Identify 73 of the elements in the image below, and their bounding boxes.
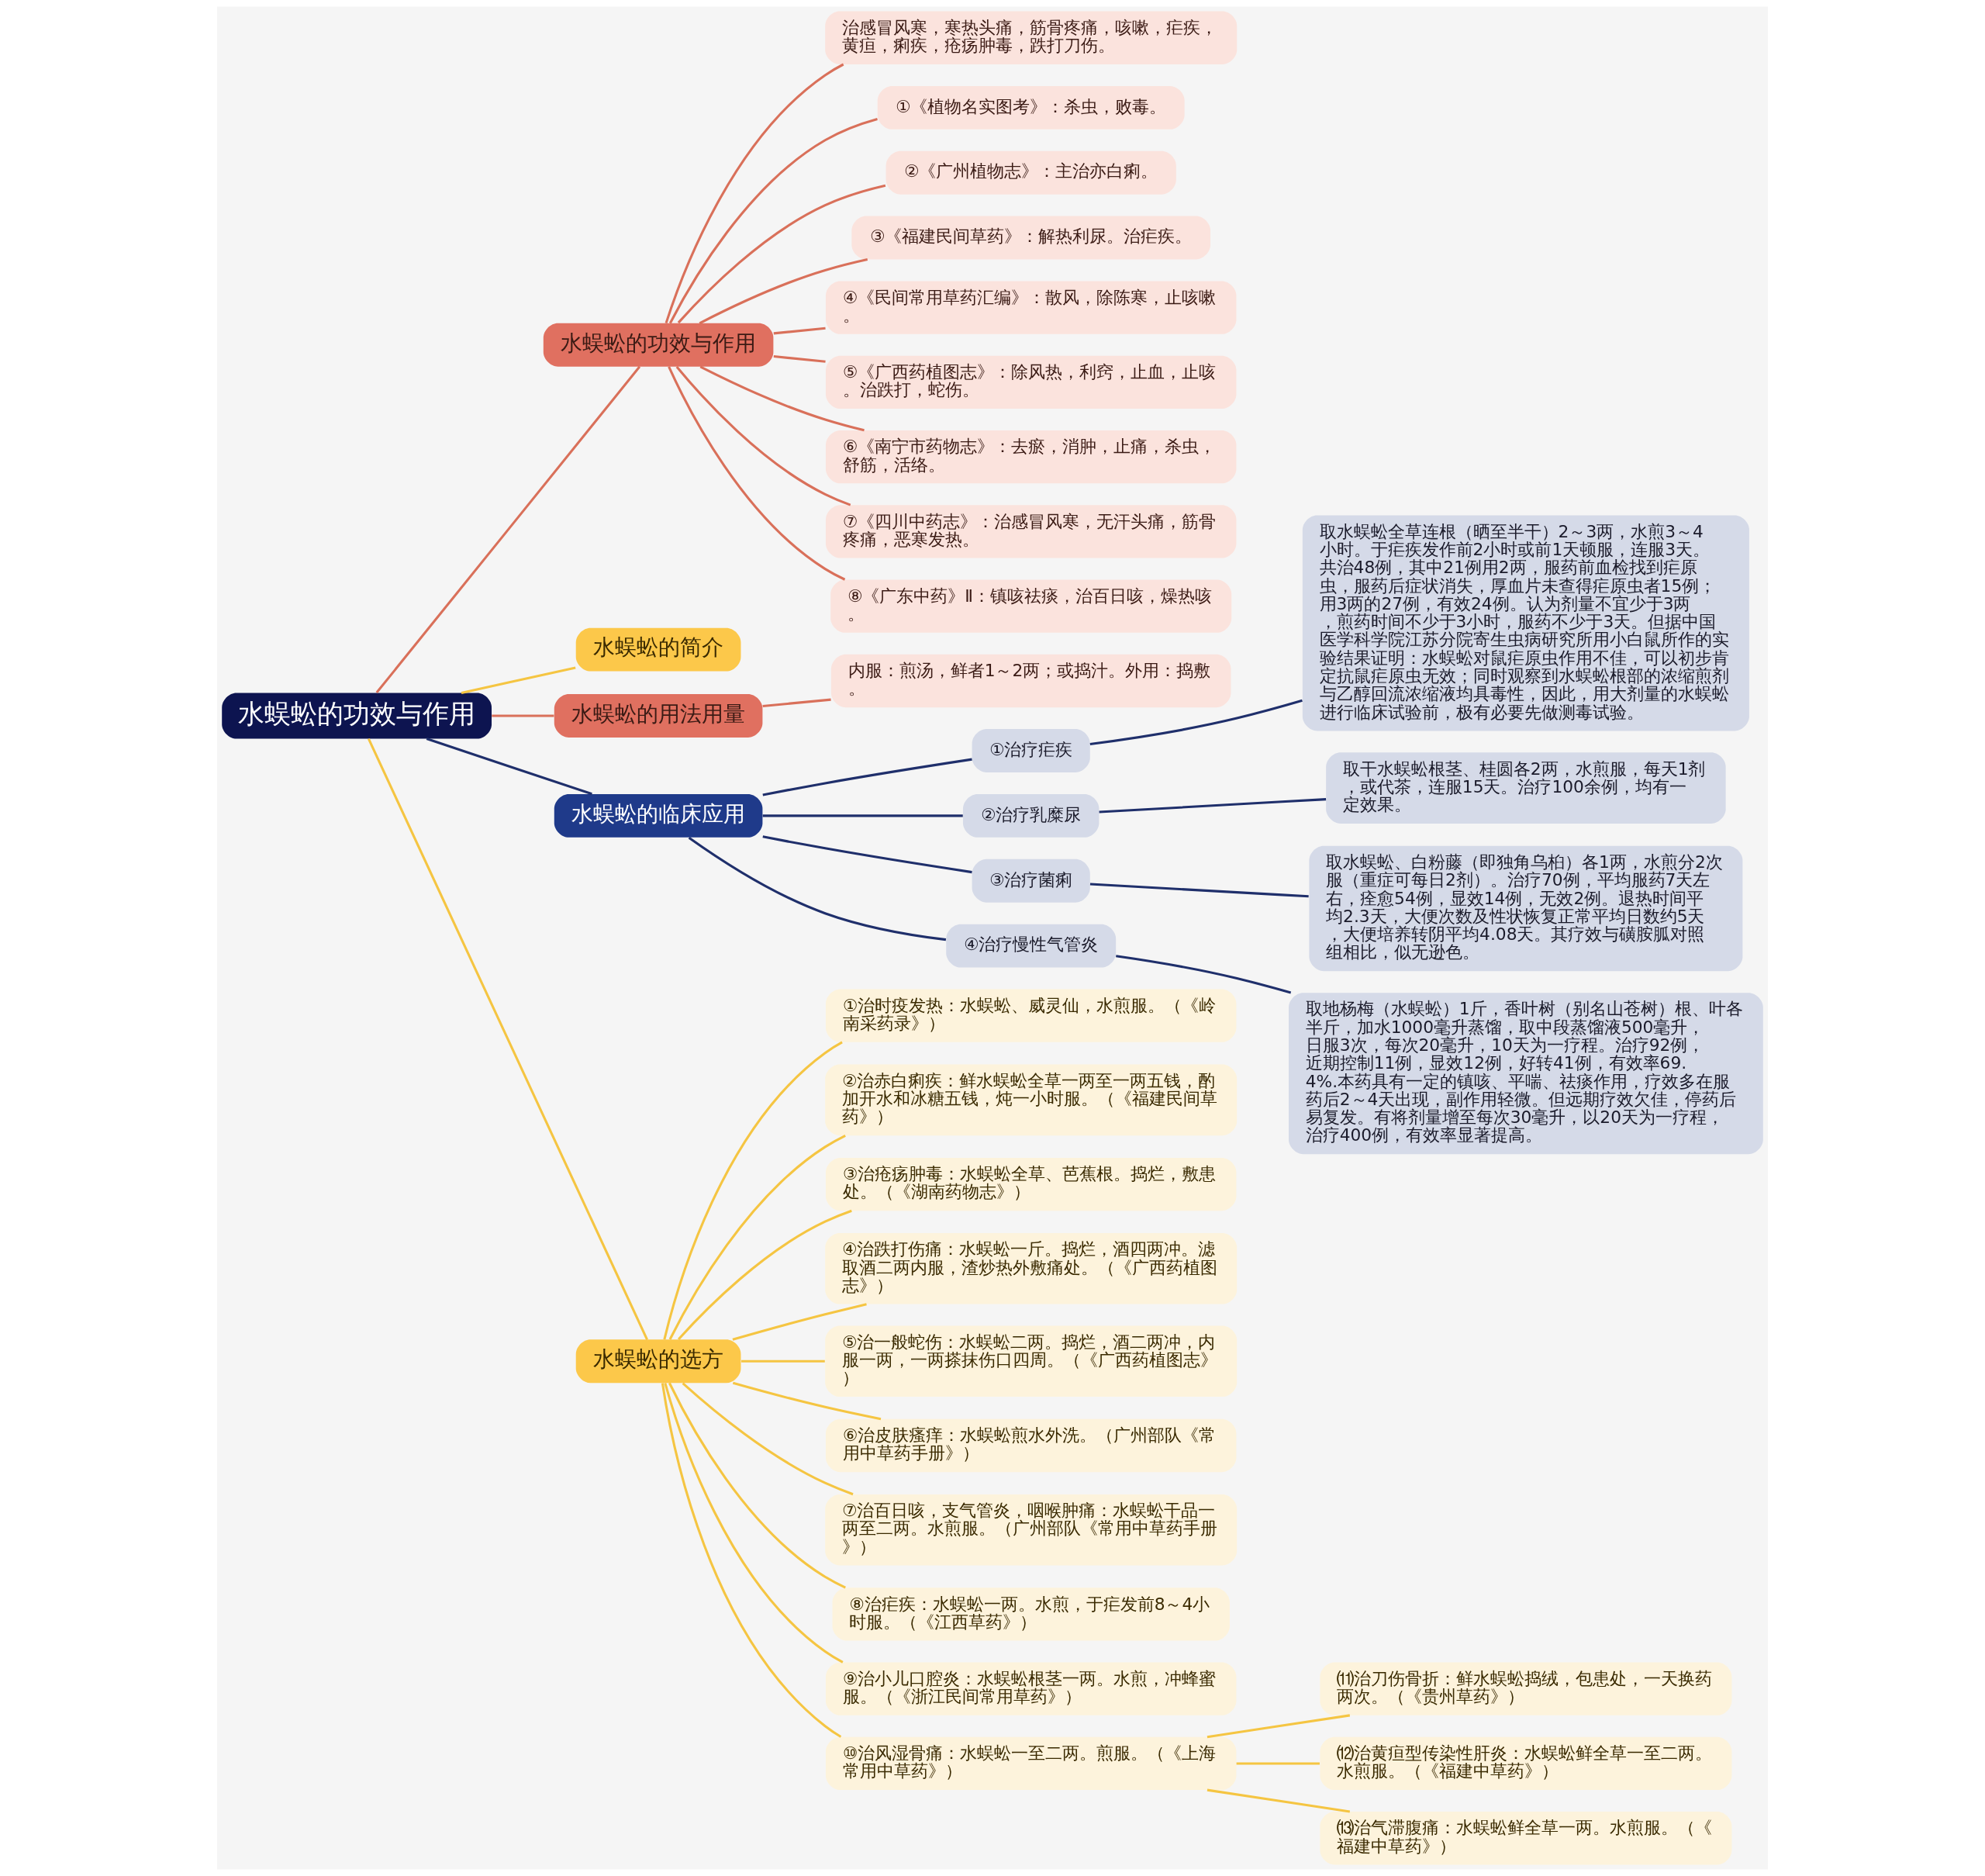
node-box: ⑥《南宁市药物志》：去瘀，消肿，止痛，杀虫，舒筋，活络。	[825, 430, 1237, 484]
node-box: 取地杨梅（水蜈蚣）1斤，香叶树（别名山苍树）根、叶各半斤，加水1000毫升蒸馏，取中段蒸馏液500毫升，日服3次，每次20毫升，10天为一疗程。治疗92例，近期控制11例，显效12例，好转41例，有效率69.4%.本药具有一定的镇咳、平喘、祛痰作用，疗效多在服药后2～4天出现，副作用轻微。但远期疗效欠佳，停药后易复发。有将剂量增至每次30毫升，以20天为一疗程，治疗400例，有效率显著提高。	[1289, 993, 1763, 1155]
node-box: ⑾治刀伤骨折：鲜水蜈蚣捣绒，包患处，一天换药两次。（《贵州草药》）	[1320, 1662, 1732, 1715]
connector	[741, 1359, 825, 1363]
node-box: 水蜈蚣的简介	[575, 627, 741, 672]
node-box: ⑿治黄疸型传染性肝炎：水蜈蚣鲜全草一至二两。水煎服。（《福建中草药》）	[1320, 1736, 1732, 1791]
connector	[732, 1381, 882, 1421]
node-box: ③治疮疡肿毒：水蜈蚣全草、芭蕉根。捣烂，敷患处。（《湖南药物志》）	[825, 1157, 1237, 1211]
node-box: ⑥治皮肤瘙痒：水蜈蚣煎水外洗。（广州部队《常用中草药手册》）	[825, 1418, 1237, 1473]
node-box: ⑤治一般蛇伤：水蜈蚣二两。捣烂，酒二两冲，内服一两，一两搽抹伤口四周。（《广西药植图志》）	[825, 1325, 1238, 1397]
connector	[688, 836, 947, 941]
node-box: ④治疗慢性气管炎	[946, 924, 1117, 968]
connector	[1089, 883, 1309, 898]
connector	[665, 63, 844, 324]
connector	[668, 118, 878, 324]
node-box: 水蜈蚣的用法用量	[554, 694, 763, 738]
node-box: 水蜈蚣的临床应用	[554, 793, 763, 838]
connector	[699, 365, 865, 432]
node-box: ⑩治风湿骨痛：水蜈蚣一至二两。煎服。（《上海常用中草药》）	[825, 1736, 1237, 1791]
node-box: ④治跌打伤痛：水蜈蚣一斤。捣烂，酒四两冲。滤取酒二两内服，渣炒热外敷痛处。（《广西药植图志》）	[825, 1232, 1238, 1304]
node-box: ⑦治百日咳，支气管炎，咽喉肿痛：水蜈蚣干品一两至二两。水煎服。（广州部队《常用中草药手册》）	[825, 1494, 1238, 1566]
node-box: ⑤《广西药植图志》：除风热，利窍，止血，止咳。治跌打，蛇伤。	[825, 355, 1237, 409]
connector	[762, 814, 963, 817]
node-box: 水蜈蚣的功效与作用	[222, 693, 492, 739]
node-box: ①《植物名实图考》：杀虫，败毒。	[877, 85, 1185, 130]
node-box: ②《广州植物志》：主治亦白痢。	[885, 150, 1176, 195]
node-box: ②治疗乳糜尿	[962, 793, 1100, 838]
node-box: 取水蜈蚣全草连根（晒至半干）2～3两，水煎3～4小时。于疟疾发作前2小时或前1天顿服，连服3天。共治48例，其中21例用2两，服药前血检找到疟原虫，服药后症状消失，厚血片未查得疟原虫者15例；用3两的27例，有效24例。认为剂量不宜少于3两，煎药时间不少于3小时，服药不少于3天。但据中国医学科学院江苏分院寄生虫病研究所用小白鼠所作的实验结果证明：水蜈蚣对鼠疟原虫作用不佳，可以初步肯定抗鼠疟原虫无效；同时观察到水蜈蚣根部的浓缩煎剂与乙醇回流浓缩液均具毒性，因此，用大剂量的水蜈蚣进行临床试验前，极有必要先做测毒试验。	[1302, 515, 1749, 731]
connector	[1236, 1762, 1320, 1765]
node-box: ⒀治气滞腹痛：水蜈蚣鲜全草一两。水煎服。（《福建中草药》）	[1320, 1812, 1732, 1865]
node-box: 取水蜈蚣、白粉藤（即独角乌桕）各1两，水煎分2次服（重症可每日2剂）。治疗70例，平均服药7天左右，痊愈54例，显效14例，无效2例。退热时间平均2.3天，大便次数及性状恢复正常平均日数约5天，大便培养转阴平均4.08天。其疗效与磺胺胍对照组相比，似无逊色。	[1309, 845, 1743, 972]
connector	[762, 835, 972, 874]
node-box: 取干水蜈蚣根茎、桂圆各2两，水煎服，每天1剂，或代茶，连服15天。治疗100余例，均有一定效果。	[1326, 752, 1726, 824]
connector	[732, 1303, 867, 1341]
connector	[492, 714, 554, 717]
connector	[664, 1382, 844, 1664]
node-box: ③治疗菌痢	[972, 859, 1090, 903]
connector	[675, 365, 851, 506]
connector	[663, 1041, 843, 1340]
node-box: ②治赤白痢疾：鲜水蜈蚣全草一两至一两五钱，酌加开水和冰糖五钱，炖一小时服。（《福建民间草药》）	[825, 1064, 1238, 1136]
connector	[461, 666, 576, 695]
connector	[699, 258, 868, 325]
connector	[668, 366, 846, 581]
node-box: ⑦《四川中药志》：治感冒风寒，无汗头痛，筋骨疼痛，恶寒发热。	[825, 505, 1237, 558]
node-box: 治感冒风寒，寒热头痛，筋骨疼痛，咳嗽，疟疾，黄疸，痢疾，疮疡肿毒，跌打刀伤。	[825, 11, 1238, 64]
node-box: ④《民间常用草药汇编》：散风，除陈寒，止咳嗽。	[825, 281, 1237, 334]
node-box: 水蜈蚣的选方	[575, 1339, 741, 1384]
connector	[682, 1382, 854, 1496]
node-box: ⑧《广东中药》Ⅱ：镇咳祛痰，治百日咳，燥热咳。	[830, 579, 1232, 633]
connector	[677, 1209, 852, 1340]
connector	[426, 738, 592, 796]
node-box: ③《福建民间草药》：解热利尿。治疟疾。	[851, 216, 1211, 260]
node-box: ⑨治小儿口腔炎：水蜈蚣根茎一两。水煎，冲蜂蜜服。（《浙江民间常用草药》）	[825, 1662, 1237, 1715]
connector	[368, 738, 648, 1340]
connector	[762, 758, 972, 796]
node-box: 内服：煎汤，鲜者1～2两；或捣汁。外用：捣敷。	[830, 654, 1231, 708]
node-box: ①治疗疟疾	[972, 729, 1090, 772]
connector	[762, 698, 831, 707]
connector	[661, 1383, 842, 1738]
node-box: ⑧治疟疾：水蜈蚣一两。水煎，于疟发前8～4小时服。（《江西草药》）	[832, 1588, 1230, 1641]
connector	[773, 326, 826, 335]
node-box: ①治时疫发热：水蜈蚣、威灵仙，水煎服。（《岭南采药录》）	[825, 989, 1237, 1042]
connector	[1089, 699, 1303, 745]
node-box: 水蜈蚣的功效与作用	[543, 323, 774, 367]
connector	[668, 1134, 846, 1340]
connector	[668, 1382, 846, 1589]
connector	[375, 365, 641, 694]
connector	[1207, 1714, 1351, 1739]
connector	[1099, 798, 1327, 814]
connector	[773, 355, 826, 363]
connector	[677, 184, 886, 324]
connector	[1116, 955, 1292, 994]
connector	[1207, 1788, 1351, 1813]
